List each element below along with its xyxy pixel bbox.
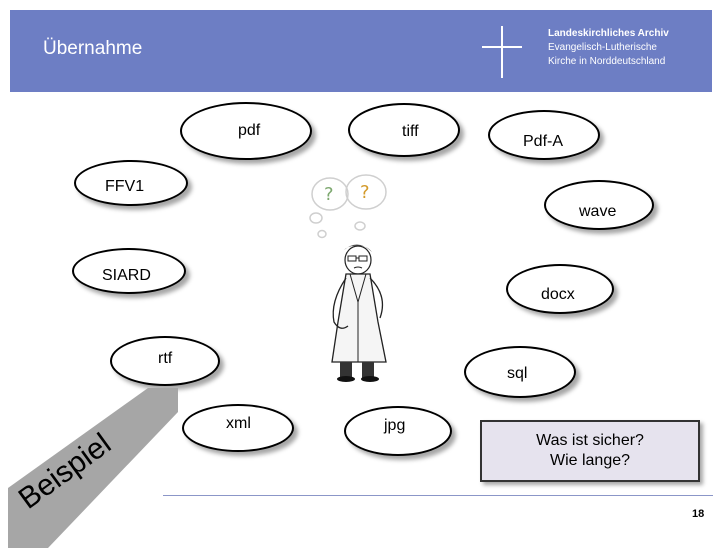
format-oval-pdf: pdf	[180, 102, 312, 160]
question-line-2: Wie lange?	[549, 452, 631, 469]
cross-logo-horizontal	[482, 46, 522, 48]
format-label-rtf: rtf	[158, 350, 173, 367]
example-banner: Beispiel	[8, 388, 178, 548]
thought-question-mark-1: ?	[324, 184, 334, 205]
format-label-pdf: pdf	[238, 122, 261, 139]
thinking-person-illustration: ? ?	[309, 174, 387, 382]
format-oval-ffv1: FFV1	[74, 160, 188, 206]
question-box: Was ist sicher? Wie lange?	[480, 420, 700, 482]
question-line-1: Was ist sicher?	[536, 432, 644, 449]
format-oval-siard: SIARD	[72, 248, 186, 294]
thought-cloud-icon	[309, 174, 387, 239]
format-oval-jpg: jpg	[344, 406, 452, 456]
slide-title: Übernahme	[43, 38, 143, 59]
format-label-wave: wave	[579, 203, 617, 220]
format-label-pdfa: Pdf-A	[523, 133, 564, 150]
org-line-3: Kirche in Norddeutschland	[548, 56, 666, 67]
format-oval-tiff: tiff	[348, 103, 460, 157]
format-label-sql: sql	[507, 365, 528, 382]
format-label-docx: docx	[541, 286, 575, 303]
thought-question-mark-2: ?	[360, 182, 370, 203]
header-bar: Übernahme Landeskirchliches Archiv Evang…	[10, 10, 712, 92]
org-line-2: Evangelisch-Lutherische	[548, 42, 657, 53]
format-label-jpg: jpg	[384, 417, 406, 434]
org-line-1: Landeskirchliches Archiv	[548, 28, 669, 39]
page-number: 18	[692, 508, 705, 520]
format-oval-docx: docx	[506, 264, 614, 314]
format-label-xml: xml	[226, 415, 251, 432]
format-oval-pdfa: Pdf-A	[488, 110, 600, 160]
cross-logo-vertical	[501, 26, 503, 78]
format-label-tiff: tiff	[402, 123, 419, 140]
format-label-siard: SIARD	[102, 267, 151, 284]
organization-name: Landeskirchliches Archiv Evangelisch-Lut…	[548, 27, 669, 69]
format-oval-xml: xml	[182, 404, 294, 452]
format-oval-wave: wave	[544, 180, 654, 230]
banner-shape	[8, 388, 178, 548]
format-oval-sql: sql	[464, 346, 576, 398]
format-label-ffv1: FFV1	[105, 178, 145, 195]
footer-divider	[163, 495, 713, 496]
person-coat	[331, 273, 387, 363]
format-oval-rtf: rtf	[110, 336, 220, 386]
